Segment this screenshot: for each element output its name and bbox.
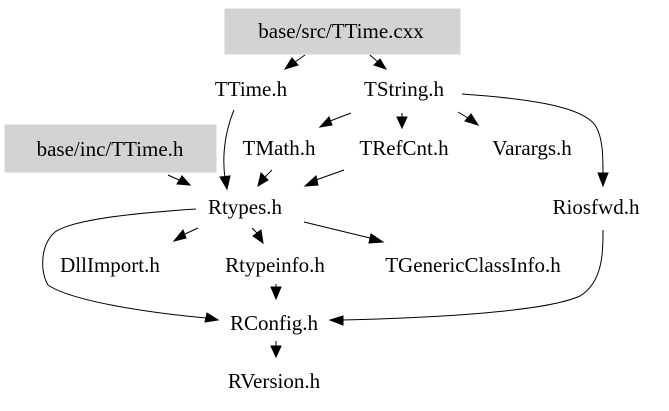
- arrowhead-icon: [270, 286, 282, 301]
- arrowhead-icon: [252, 229, 264, 245]
- arrowhead-icon: [219, 175, 231, 191]
- edge-rtypes-h-to-tgenericclassinfo-h: [303, 221, 371, 239]
- node-ttime-h[interactable]: TTime.h: [215, 77, 288, 101]
- arrowhead-icon: [172, 229, 187, 242]
- node-tmath-h[interactable]: TMath.h: [243, 136, 316, 160]
- graph-nodes: base/src/TTime.cxx base/inc/TTime.h TTim…: [4, 8, 640, 393]
- node-varargs-h[interactable]: Varargs.h: [492, 136, 572, 160]
- node-tgenericclassinfo-h[interactable]: TGenericClassInfo.h: [385, 253, 561, 277]
- arrowhead-icon: [464, 113, 480, 126]
- edge-ttime-cxx-to-ttime-h: [294, 54, 306, 63]
- node-label: base/src/TTime.cxx: [258, 19, 424, 43]
- node-label: base/inc/TTime.h: [37, 137, 184, 161]
- arrowhead-icon: [257, 172, 269, 188]
- arrowhead-icon: [176, 175, 192, 186]
- node-tstring-h[interactable]: TString.h: [364, 77, 444, 101]
- edge-riosfwd-h-to-rconfig-h: [341, 229, 604, 321]
- node-trefcnt-h[interactable]: TRefCnt.h: [359, 136, 449, 160]
- node-riosfwd-h[interactable]: Riosfwd.h: [553, 195, 640, 219]
- edge-rtypes-h-to-rconfig-h: [42, 208, 207, 319]
- edge-tstring-h-to-varargs-h: [457, 111, 469, 119]
- edge-tmath-h-to-rtypes-h: [264, 169, 273, 178]
- edge-trefcnt-h-to-rtypes-h: [315, 169, 345, 181]
- node-rversion-h[interactable]: RVersion.h: [228, 369, 321, 393]
- node-rtypes-h[interactable]: Rtypes.h: [208, 195, 283, 219]
- graph-edges: [42, 54, 609, 359]
- node-dllimport-h[interactable]: DllImport.h: [60, 253, 160, 277]
- edge-rtypes-h-to-rtypeinfo-h: [251, 227, 258, 234]
- arrowhead-icon: [283, 57, 299, 70]
- arrowhead-icon: [396, 116, 408, 130]
- edge-ttime-cxx-to-tstring-h: [369, 54, 379, 63]
- edge-base-inc-ttime-h-to-rtypes-h: [167, 174, 180, 181]
- node-rconfig-h[interactable]: RConfig.h: [230, 311, 319, 335]
- node-base-src-ttime-cxx[interactable]: base/src/TTime.cxx: [224, 8, 461, 55]
- node-base-inc-ttime-h[interactable]: base/inc/TTime.h: [4, 124, 217, 173]
- arrowhead-icon: [204, 312, 220, 323]
- arrowhead-icon: [303, 175, 319, 187]
- edge-tstring-h-to-tmath-h: [329, 112, 352, 122]
- arrowhead-icon: [368, 233, 385, 244]
- edge-ttime-h-to-rtypes-h: [223, 109, 235, 179]
- arrowhead-icon: [318, 116, 333, 128]
- arrowhead-icon: [328, 315, 344, 326]
- node-highlight-box: [224, 8, 461, 55]
- arrowhead-icon: [597, 172, 609, 188]
- node-highlight-box: [4, 124, 217, 173]
- node-rtypeinfo-h[interactable]: Rtypeinfo.h: [225, 253, 325, 277]
- arrowhead-icon: [373, 58, 388, 70]
- edge-tstring-h-to-riosfwd-h: [461, 93, 604, 175]
- arrowhead-icon: [270, 345, 282, 359]
- edge-rtypes-h-to-dllimport-h: [184, 227, 199, 235]
